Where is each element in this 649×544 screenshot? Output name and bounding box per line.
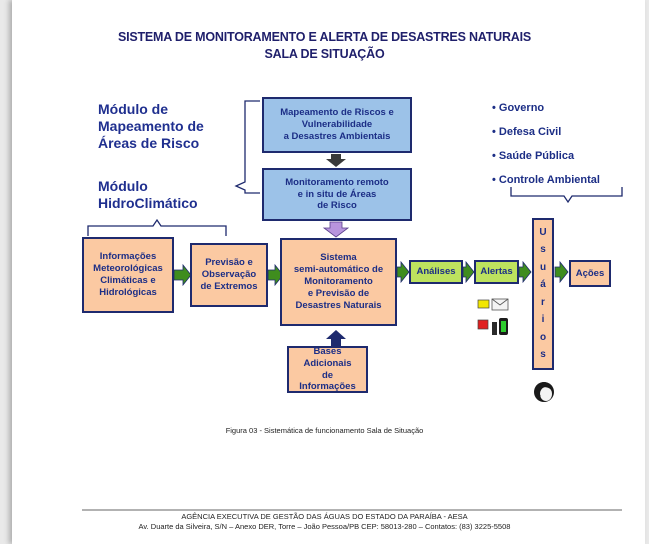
diagram-title-line1: SISTEMA DE MONITORAMENTO E ALERTA DE DES… [117,30,532,44]
analysis-box: Análises [409,260,463,284]
person-icon [534,382,554,402]
footer-agency: AGÊNCIA EXECUTIVA DE GESTÃO DAS ÁGUAS DO… [181,512,468,521]
arrow-analysis-to-alerts [462,260,475,284]
monitoring-system-box: Sistema semi-automático de Monitoramento… [280,238,397,326]
arrow-monitoring-to-system [322,221,350,238]
information-box: Informações Meteorológicas Climáticas e … [82,237,174,313]
arrow-users-to-actions [554,260,569,284]
remote-monitoring-box: Monitoramento remoto e in situ de Áreas … [262,168,412,221]
envelope-icon [477,298,509,311]
figure-caption: Figura 03 - Sistemática de funcionamento… [225,426,424,435]
users-letter: s [540,244,546,256]
arrow-info-to-forecast [173,263,192,287]
users-letter: s [540,349,546,361]
risk-mapping-module-label: Módulo de Mapeamento de Áreas de Risco [98,101,204,151]
forecast-box: Previsão e Observação de Extremos [190,243,268,307]
arrow-alerts-to-users [518,260,532,284]
traffic-light-icon [477,318,508,335]
users-letter: o [539,331,547,343]
users-letter: i [541,314,545,326]
risk-module-brace [234,100,260,194]
stakeholder-item: • Defesa Civil [492,126,562,138]
stakeholder-item: • Saúde Pública [492,150,575,162]
risk-mapping-box: Mapeamento de Riscos e Vulnerabilidade a… [262,97,412,153]
users-letter: u [539,261,547,273]
arrow-system-to-analysis [396,260,410,284]
alerts-box: Alertas [474,260,519,284]
hydroclimatic-module-label: Módulo HidroClimático [98,178,198,211]
diagram-title-line2: SALA DE SITUAÇÃO [264,47,385,61]
arrow-forecast-to-system [267,263,284,287]
stakeholders-brace [510,187,623,204]
hydro-module-brace [87,218,227,236]
arrow-bases-to-system [326,330,346,346]
users-box: U s u á r i o s [532,218,554,370]
actions-box: Ações [569,260,611,287]
users-letter: r [541,296,545,308]
users-letter: U [539,226,547,238]
users-letter: á [540,279,546,291]
additional-bases-box: Bases Adicionais de Informações [287,346,368,393]
footer-address: Av. Duarte da Silveira, S/N – Anexo DER,… [138,522,511,531]
stakeholder-item: • Governo [492,102,545,114]
arrow-mapping-to-monitoring [326,154,346,167]
stakeholder-item: • Controle Ambiental [492,174,600,186]
stakeholder-list: • Governo • Defesa Civil • Saúde Pública… [492,102,600,198]
